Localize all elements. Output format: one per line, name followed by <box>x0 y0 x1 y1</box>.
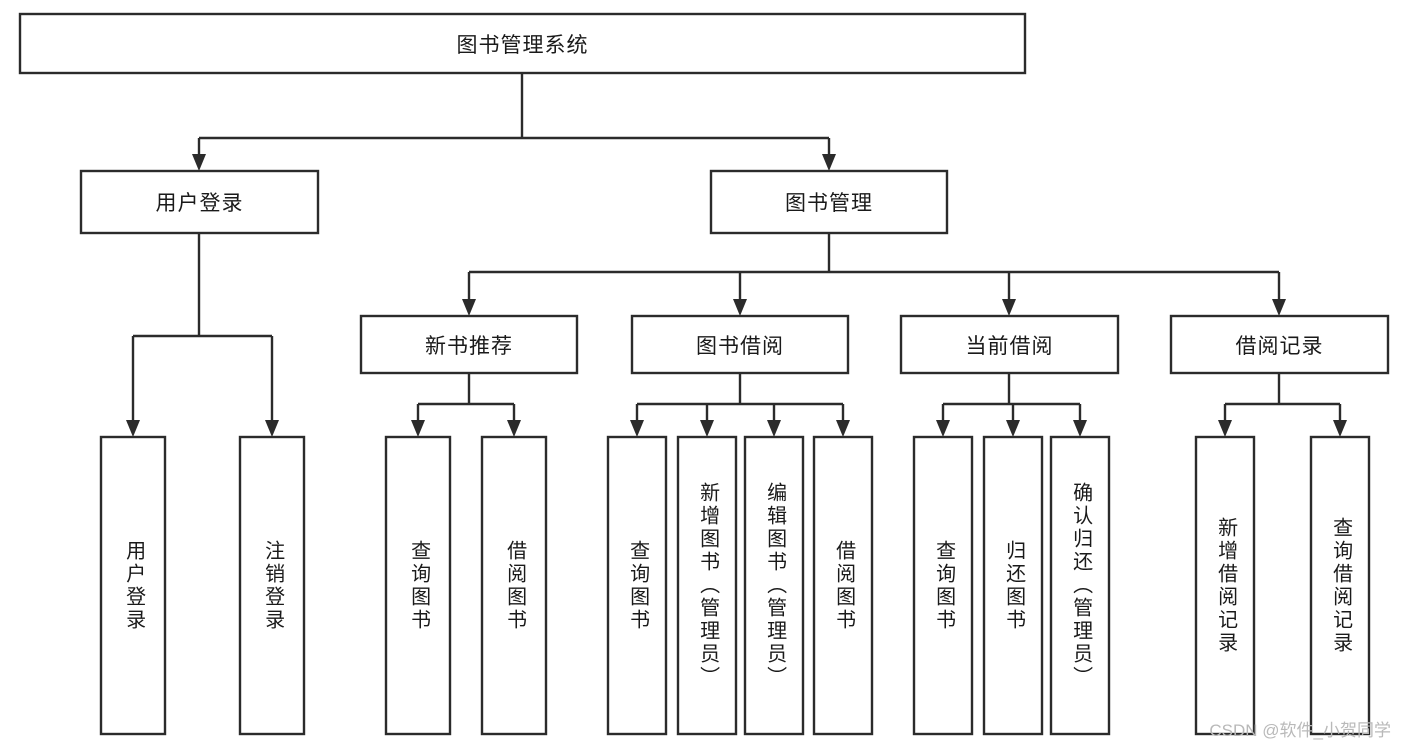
node-leaf-return-book[interactable] <box>982 435 1044 736</box>
nodes-layer <box>18 12 1390 736</box>
connector-current-borrow-to-leaves <box>936 373 1087 437</box>
arrow-head-icon <box>936 420 950 437</box>
node-user-login[interactable] <box>79 169 320 235</box>
node-leaf-query-book-1[interactable] <box>384 435 452 736</box>
node-book-manage[interactable] <box>709 169 949 235</box>
arrow-head-icon <box>1002 299 1016 316</box>
node-root[interactable] <box>18 12 1027 75</box>
arrow-head-icon <box>822 154 836 171</box>
node-leaf-query-book-2[interactable] <box>606 435 668 736</box>
node-leaf-query-borrow-record[interactable] <box>1309 435 1371 736</box>
connectors-layer <box>126 73 1347 437</box>
arrow-head-icon <box>1073 420 1087 437</box>
arrow-head-icon <box>1333 420 1347 437</box>
arrow-head-icon <box>630 420 644 437</box>
connector-book-manage-to-level3 <box>462 233 1286 316</box>
arrow-head-icon <box>733 299 747 316</box>
arrow-head-icon <box>265 420 279 437</box>
node-new-book-recommend[interactable] <box>359 314 579 375</box>
node-leaf-confirm-return[interactable] <box>1049 435 1111 736</box>
node-current-borrow[interactable] <box>899 314 1120 375</box>
connector-user-login-to-leaves <box>126 233 279 437</box>
node-leaf-borrow-book-2[interactable] <box>812 435 874 736</box>
node-leaf-user-login[interactable] <box>99 435 167 736</box>
arrow-head-icon <box>1218 420 1232 437</box>
node-borrow-record[interactable] <box>1169 314 1390 375</box>
arrow-head-icon <box>507 420 521 437</box>
node-leaf-query-book-3[interactable] <box>912 435 974 736</box>
connector-root-to-level2 <box>192 73 836 171</box>
arrow-head-icon <box>126 420 140 437</box>
arrow-head-icon <box>836 420 850 437</box>
arrow-head-icon <box>700 420 714 437</box>
node-leaf-borrow-book-1[interactable] <box>480 435 548 736</box>
connector-book-borrow-to-leaves <box>630 373 850 437</box>
node-leaf-add-borrow-record[interactable] <box>1194 435 1256 736</box>
connector-new-book-to-leaves <box>411 373 521 437</box>
arrow-head-icon <box>192 154 206 171</box>
arrow-head-icon <box>1006 420 1020 437</box>
node-leaf-edit-book[interactable] <box>743 435 805 736</box>
node-book-borrow[interactable] <box>630 314 850 375</box>
arrow-head-icon <box>462 299 476 316</box>
arrow-head-icon <box>1272 299 1286 316</box>
connector-borrow-record-to-leaves <box>1218 373 1347 437</box>
arrow-head-icon <box>411 420 425 437</box>
arrow-head-icon <box>767 420 781 437</box>
node-leaf-user-logout[interactable] <box>238 435 306 736</box>
node-leaf-add-book[interactable] <box>676 435 738 736</box>
